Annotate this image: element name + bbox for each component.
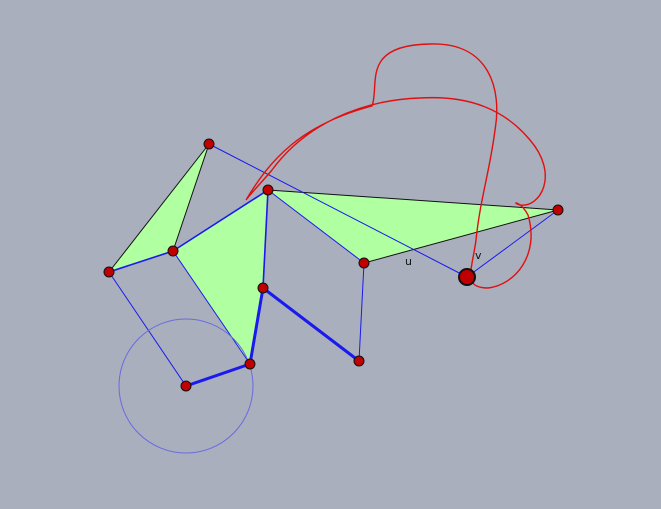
edge-black [363, 209, 559, 264]
triangle-right [268, 190, 558, 263]
edge-blue [108, 250, 174, 273]
edge-blue [466, 209, 559, 278]
vertex[interactable] [257, 282, 269, 294]
vertex[interactable] [552, 204, 564, 216]
edge-blue-thick [248, 286, 265, 366]
label-v: v [475, 249, 482, 262]
edge-blue-thick [261, 286, 361, 363]
edge-blue [172, 250, 251, 365]
vertex[interactable] [167, 245, 179, 257]
blue-edges [108, 143, 559, 387]
vertices [103, 138, 564, 392]
edge-blue-thick [184, 362, 252, 388]
edge-blue [172, 189, 269, 252]
red-curve [245, 43, 546, 289]
circle-outline [118, 318, 254, 454]
label-u: u [405, 255, 412, 268]
vertex[interactable] [358, 257, 370, 269]
edge-blue [267, 189, 365, 264]
vertex[interactable] [180, 380, 192, 392]
edge-blue [108, 271, 187, 387]
vertex[interactable] [262, 184, 274, 196]
black-edges [108, 143, 559, 273]
edge-black [172, 143, 210, 252]
vertex[interactable] [103, 266, 115, 278]
edge-black [108, 143, 210, 273]
edge-black [267, 189, 559, 211]
vertex[interactable] [203, 138, 215, 150]
edge-blue [358, 262, 365, 362]
edge-blue [262, 189, 269, 289]
vertex[interactable] [244, 358, 256, 370]
blue-edges-thick [184, 286, 361, 388]
vertex-selected[interactable] [458, 268, 476, 286]
triangle-center [173, 190, 268, 364]
vertex[interactable] [353, 355, 365, 367]
blue-edges-medium [108, 189, 269, 289]
edge-blue [208, 143, 468, 278]
